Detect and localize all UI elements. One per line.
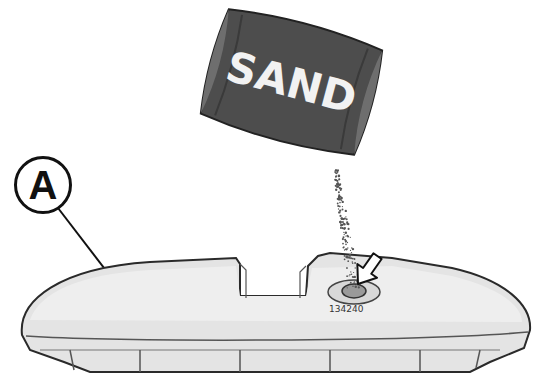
top-surface [30,266,522,322]
base-body [22,253,530,372]
skirt-line [40,350,500,351]
sand-bag: SAND [192,0,390,166]
pointer-arrow [348,249,387,291]
fill-boss [328,280,380,304]
fill-hole [342,284,366,298]
ledge-line [26,332,528,340]
skirt-tabs [70,350,480,372]
part-number: 134240 [329,304,363,314]
sand-stream [334,169,360,288]
callout-circle: A [14,156,72,214]
callout-letter: A [29,163,58,208]
notch-edge [240,264,306,298]
